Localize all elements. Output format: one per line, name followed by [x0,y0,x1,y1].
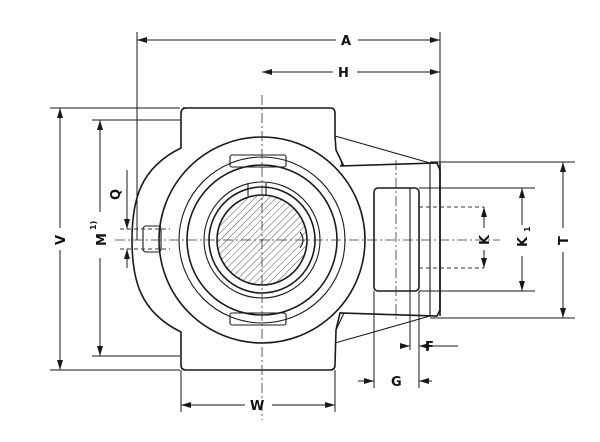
dimension-h: H [262,66,440,81]
dimension-a: A [137,34,440,49]
slot-window [373,187,484,292]
label-k: K [478,234,493,245]
label-a: A [341,34,351,49]
dimension-k: K [478,207,493,268]
dimension-m: M 1) [89,120,110,356]
dimension-t: T [557,162,572,318]
label-t: T [557,236,572,245]
label-f: F [425,340,434,355]
dimension-w: W [181,399,335,414]
centerlines [115,95,500,420]
dimension-v: V [54,108,69,370]
label-h: H [338,66,349,81]
label-m: M [95,233,110,246]
label-v: V [54,235,69,245]
dimension-f: F [400,340,458,355]
label-g: G [391,375,402,390]
dimension-g: G [358,375,432,390]
label-k1-subscript: 1 [523,226,532,232]
dimension-q: Q [109,170,130,268]
label-w: W [250,399,264,414]
dimension-k1: K 1 [516,188,532,291]
label-k1: K [516,236,531,247]
label-m-footnote: 1) [89,221,98,230]
label-q: Q [109,189,124,200]
